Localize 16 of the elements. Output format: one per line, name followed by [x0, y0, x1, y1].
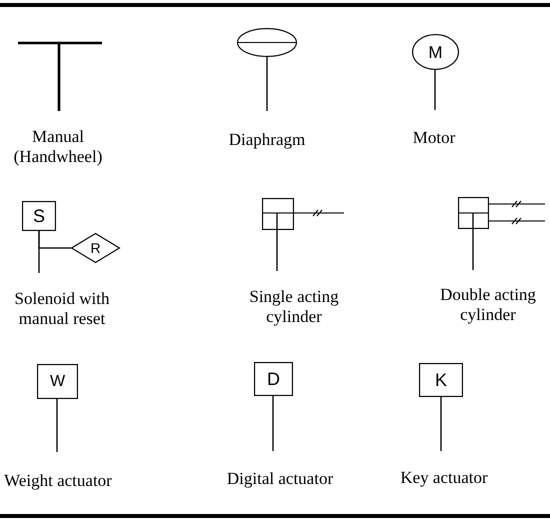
connector-line — [38, 231, 71, 249]
symbol-caption: Double acting cylinder — [439, 285, 537, 325]
symbol-caption: Weight actuator — [4, 471, 112, 491]
symbol-letter: R — [90, 241, 101, 255]
symbol-caption: Manual (Handwheel) — [12, 127, 104, 167]
symbol-letter: M — [428, 44, 443, 60]
symbol-caption: Diaphragm — [228, 130, 306, 150]
symbol-caption: Motor — [412, 128, 456, 148]
symbol-letter: D — [267, 370, 280, 388]
symbol-caption: Key actuator — [400, 468, 488, 488]
symbol-caption: Solenoid with manual reset — [14, 289, 110, 329]
symbol-letter: K — [434, 371, 447, 389]
symbol-letter: S — [32, 207, 45, 225]
symbol-caption: Single acting cylinder — [248, 287, 340, 327]
symbol-letter: W — [50, 374, 66, 390]
symbol-caption: Digital actuator — [226, 469, 334, 489]
